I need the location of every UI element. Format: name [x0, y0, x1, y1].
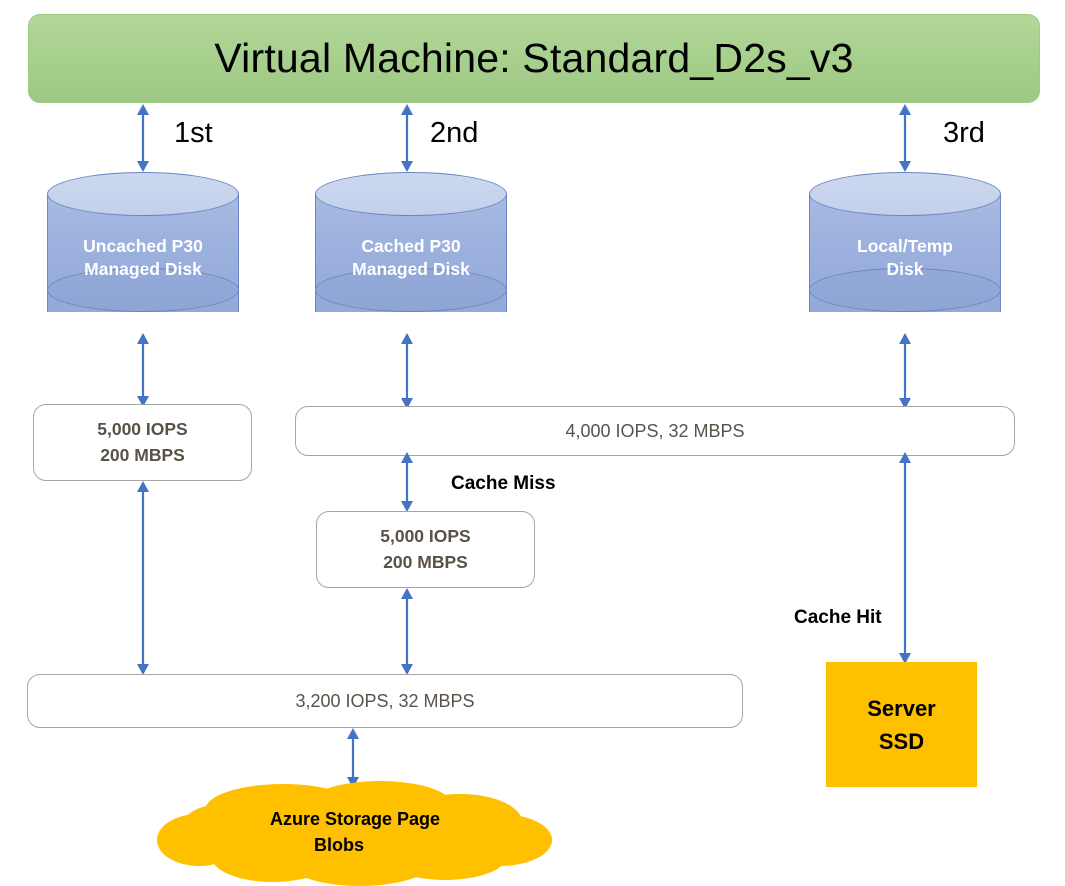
disk-label-line1: Local/Temp — [857, 235, 953, 256]
connector-cache-miss — [398, 452, 416, 512]
ordinal-label-3rd: 3rd — [943, 117, 985, 149]
azure-storage-node[interactable]: Azure Storage Page Blobs — [155, 778, 555, 886]
connector-vm-to-cached-disk — [398, 104, 416, 172]
connector-cached-disk-to-vm-cached-limit — [398, 333, 416, 409]
vm-node[interactable]: Virtual Machine: Standard_D2s_v3 — [28, 14, 1040, 103]
disk-label-line1: Uncached P30 — [83, 235, 203, 256]
server-ssd-line2: SSD — [878, 728, 925, 754]
connector-cached-limit-to-vm-uncached-limit — [398, 588, 416, 675]
disk-cached-p30[interactable]: Cached P30 Managed Disk — [315, 172, 507, 334]
connector-uncached-disk-to-limit — [134, 333, 152, 407]
disk-uncached-p30[interactable]: Uncached P30 Managed Disk — [47, 172, 239, 334]
ordinal-label-2nd: 2nd — [430, 117, 479, 149]
metric-line2: 200 MBPS — [383, 551, 468, 572]
disk-label-line1: Cached P30 — [361, 235, 461, 256]
metric-cached-disk-limit[interactable]: 5,000 IOPS 200 MBPS — [316, 511, 535, 588]
disk-label-line2: Managed Disk — [84, 259, 202, 279]
metric-line2: 200 MBPS — [100, 444, 185, 465]
disk-label: Local/Temp Disk — [809, 218, 1001, 298]
cylinder-bottom — [315, 268, 507, 312]
label-cache-hit: Cache Hit — [794, 607, 882, 628]
metric-line1: 5,000 IOPS — [380, 526, 471, 547]
connector-cache-hit — [896, 452, 914, 664]
vm-label: Virtual Machine: Standard_D2s_v3 — [214, 35, 854, 81]
metric-line1: 4,000 IOPS, 32 MBPS — [565, 420, 745, 441]
connector-local-disk-to-vm-cached-limit — [896, 333, 914, 409]
cylinder-top — [315, 172, 507, 216]
metric-line1: 3,200 IOPS, 32 MBPS — [295, 690, 475, 711]
disk-local-temp[interactable]: Local/Temp Disk — [809, 172, 1001, 334]
cylinder-bottom — [809, 268, 1001, 312]
disk-label: Uncached P30 Managed Disk — [47, 218, 239, 298]
cylinder-top — [47, 172, 239, 216]
disk-label: Cached P30 Managed Disk — [315, 218, 507, 298]
connector-vm-to-local-disk — [896, 104, 914, 172]
server-ssd-line1: Server — [867, 695, 936, 721]
label-cache-miss: Cache Miss — [451, 473, 556, 494]
metric-line1: 5,000 IOPS — [97, 419, 188, 440]
disk-label-line2: Managed Disk — [352, 259, 470, 279]
cylinder-bottom — [47, 268, 239, 312]
cylinder-top — [809, 172, 1001, 216]
cloud-shape-icon — [157, 781, 552, 886]
connector-uncached-limit-to-vm-uncached-limit — [134, 481, 152, 675]
connector-vm-to-uncached-disk — [134, 104, 152, 172]
metric-vm-cached-limit[interactable]: 4,000 IOPS, 32 MBPS — [295, 406, 1015, 456]
metric-vm-uncached-limit[interactable]: 3,200 IOPS, 32 MBPS — [27, 674, 743, 728]
metric-uncached-disk-limit[interactable]: 5,000 IOPS 200 MBPS — [33, 404, 252, 481]
disk-label-line2: Disk — [886, 259, 924, 279]
ordinal-label-1st: 1st — [174, 117, 213, 149]
server-ssd-node[interactable]: Server SSD — [826, 662, 977, 787]
